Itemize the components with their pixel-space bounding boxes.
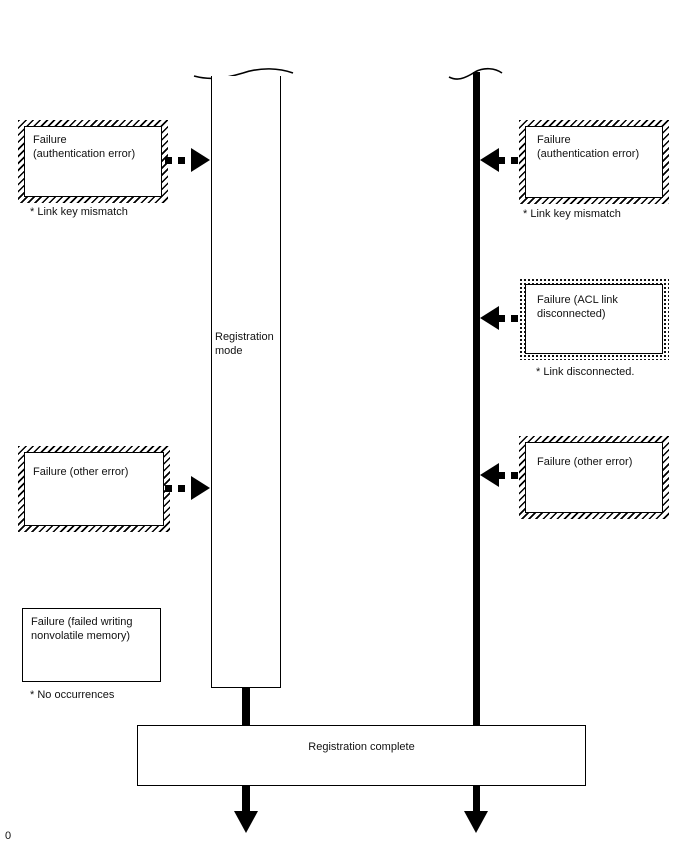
connector-left-upper [242, 687, 250, 725]
failure-box-left-auth-text: Failure (authentication error) [33, 134, 136, 160]
page-marker: 0 [5, 830, 12, 842]
arrow-right-acl-icon [480, 306, 520, 330]
failure-box-right-acl: Failure (ACL link disconnected) [519, 278, 669, 360]
lifeline-registration-mode: Registration mode [211, 76, 281, 688]
arrow-right-auth-icon [480, 148, 522, 172]
failure-box-right-other: Failure (other error) [519, 436, 669, 519]
arrow-right-other-icon [480, 463, 520, 487]
arrow-down-right-icon [464, 811, 488, 833]
failure-box-right-auth: Failure (authentication error) [519, 120, 669, 204]
connector-left-lower [242, 786, 250, 812]
failure-box-left-nvm: Failure (failed writing nonvolatile memo… [22, 608, 161, 682]
note-left-auth: * Link key mismatch [30, 206, 128, 218]
note-left-nvm: * No occurrences [30, 689, 115, 701]
registration-complete-label: Registration complete [308, 741, 415, 753]
connector-right-lower [473, 786, 480, 812]
registration-complete-box: Registration complete [137, 725, 586, 786]
note-right-acl: * Link disconnected. [536, 366, 635, 378]
registration-mode-label: Registration mode [215, 331, 274, 357]
failure-box-right-acl-text: Failure (ACL link disconnected) [537, 294, 618, 320]
failure-box-left-nvm-text: Failure (failed writing nonvolatile memo… [31, 616, 133, 642]
failure-box-left-auth: Failure (authentication error) [18, 120, 168, 203]
note-right-auth: * Link key mismatch [523, 208, 621, 220]
failure-box-right-other-text: Failure (other error) [537, 456, 633, 468]
arrow-left-auth-icon [165, 148, 210, 172]
break-mark-left-icon [193, 68, 294, 80]
lifeline-remote-device [473, 72, 480, 725]
failure-box-right-auth-text: Failure (authentication error) [537, 134, 640, 160]
failure-box-left-other-text: Failure (other error) [33, 466, 129, 478]
arrow-left-other-icon [165, 476, 210, 500]
arrow-down-left-icon [234, 811, 258, 833]
failure-box-left-other: Failure (other error) [18, 446, 170, 532]
